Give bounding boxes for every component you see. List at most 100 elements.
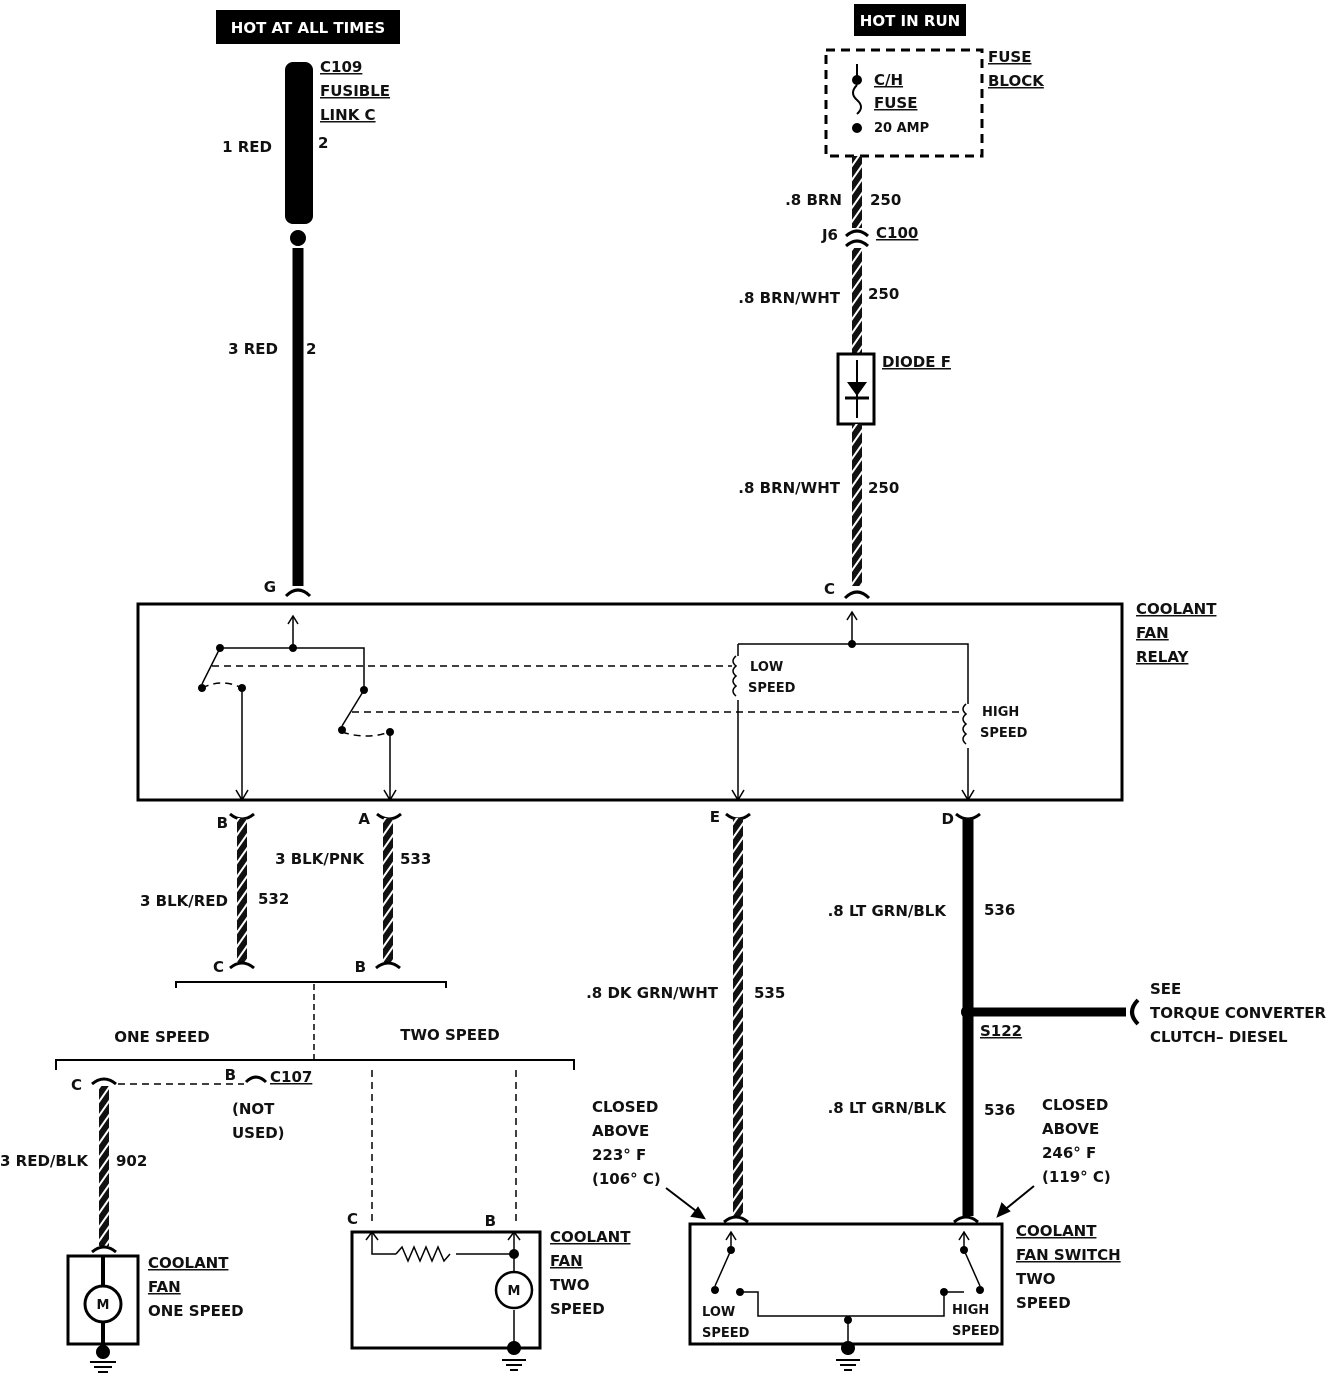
fan-switch-title-1: COOLANT bbox=[1016, 1222, 1097, 1240]
wire-536-upper-circuit: 536 bbox=[984, 901, 1015, 919]
fan-one-title-3: ONE SPEED bbox=[148, 1302, 244, 1320]
see-ref-1: SEE bbox=[1150, 980, 1181, 998]
see-ref-2: TORQUE CONVERTER bbox=[1150, 1004, 1326, 1022]
relay-pin-c: C bbox=[824, 580, 835, 598]
fan-switch-contact-dots bbox=[711, 1246, 984, 1355]
relay-contact-dots bbox=[198, 640, 856, 736]
wire-3-red-circuit: 2 bbox=[306, 340, 316, 358]
relay-pin-b: B bbox=[217, 814, 228, 832]
wire-902-circuit: 902 bbox=[116, 1152, 147, 1170]
relay-pin-g-terminal bbox=[284, 588, 312, 598]
low-speed-coil-1: LOW bbox=[750, 660, 783, 675]
hot-in-run-label: HOT IN RUN bbox=[860, 12, 960, 30]
wire-8-brn-wht-upper bbox=[852, 248, 862, 354]
switch-low-terminal bbox=[723, 1215, 749, 1224]
high-speed-coil-2: SPEED bbox=[980, 726, 1028, 741]
wire-532-label: 3 BLK/RED bbox=[140, 892, 228, 910]
wire-8-brn-wht-lower bbox=[852, 424, 862, 586]
relay-mechanical-links bbox=[201, 665, 964, 737]
one-speed-terminal-c bbox=[91, 1077, 117, 1086]
wire-536-lower-circuit: 536 bbox=[984, 1101, 1015, 1119]
fan-two-pin-c: C bbox=[347, 1210, 358, 1228]
wire-brn-wht-lower-circuit: 250 bbox=[868, 479, 899, 497]
c107-terminal-b bbox=[244, 1075, 268, 1084]
fan-switch-title-2: FAN SWITCH bbox=[1016, 1246, 1121, 1264]
fuse-block-title-2: BLOCK bbox=[988, 72, 1045, 90]
fan-switch-title-3: TWO bbox=[1016, 1270, 1056, 1288]
high-note-4: (119° C) bbox=[1042, 1168, 1111, 1186]
fuse-terminal-top bbox=[852, 75, 862, 85]
c100-connector-bottom bbox=[844, 239, 870, 248]
fuse-block-box bbox=[824, 48, 984, 158]
fan-one-title-1: COOLANT bbox=[148, 1254, 229, 1272]
fan-two-motor-letter: M bbox=[508, 1284, 521, 1299]
c107-note-2: USED) bbox=[232, 1124, 285, 1142]
relay-pin-e: E bbox=[710, 808, 720, 826]
c107-connector: C107 bbox=[270, 1068, 312, 1086]
hot-in-run-tag: HOT IN RUN bbox=[854, 4, 966, 36]
coolant-fan-relay-box bbox=[136, 602, 1124, 802]
note-arrows bbox=[665, 1185, 1035, 1220]
low-note-1: CLOSED bbox=[592, 1098, 658, 1116]
fusible-label-2: LINK C bbox=[320, 106, 376, 124]
fusible-link bbox=[285, 62, 313, 224]
low-note-3: 223° F bbox=[592, 1146, 646, 1164]
relay-title-3: RELAY bbox=[1136, 648, 1190, 666]
high-note-2: ABOVE bbox=[1042, 1120, 1099, 1138]
switch-high-label-2: SPEED bbox=[952, 1324, 1000, 1339]
fusible-link-end bbox=[290, 230, 306, 246]
two-speed-option: TWO SPEED bbox=[400, 1026, 500, 1044]
relay-pin-g: G bbox=[264, 578, 276, 596]
c107-note-1: (NOT bbox=[232, 1100, 275, 1118]
c109-connector: C109 bbox=[320, 58, 362, 76]
wire-1-red-label: 1 RED bbox=[222, 138, 272, 156]
wire-536-lower-label: .8 LT GRN/BLK bbox=[828, 1099, 948, 1117]
high-speed-coil-1: HIGH bbox=[982, 705, 1019, 720]
fan-two-title-2: FAN bbox=[550, 1252, 583, 1270]
fan-two-title-1: COOLANT bbox=[550, 1228, 631, 1246]
wire-533-end-pin: B bbox=[355, 958, 366, 976]
fan-two-speed-box bbox=[350, 1230, 542, 1350]
hot-at-all-times-tag: HOT AT ALL TIMES bbox=[216, 10, 400, 44]
relay-pin-d: D bbox=[942, 810, 954, 828]
fan-two-motor bbox=[494, 1270, 534, 1310]
c100-label: C100 bbox=[876, 224, 918, 242]
wire-532-circuit: 532 bbox=[258, 890, 289, 908]
fan-two-junction bbox=[509, 1249, 519, 1259]
wire-3-red-label: 3 RED bbox=[228, 340, 278, 358]
fuse-name-1: C/H bbox=[874, 71, 903, 89]
wire-533-label: 3 BLK/PNK bbox=[275, 850, 365, 868]
s122-label: S122 bbox=[980, 1022, 1022, 1040]
wire-533 bbox=[383, 818, 393, 962]
fan-one-ground-icon bbox=[90, 1361, 116, 1373]
c107-pin-b: B bbox=[225, 1066, 236, 1084]
wire-532-end-pin: C bbox=[213, 958, 224, 976]
wire-535-circuit: 535 bbox=[754, 984, 785, 1002]
fuse-terminal-bottom bbox=[852, 123, 862, 133]
switch-high-label-1: HIGH bbox=[952, 1303, 989, 1318]
wire-brn-label: .8 BRN bbox=[785, 191, 842, 209]
wire-brn-wht-upper-label: .8 BRN/WHT bbox=[738, 289, 840, 307]
c100-pin: J6 bbox=[821, 226, 838, 244]
fan-switch-title-4: SPEED bbox=[1016, 1294, 1071, 1312]
diode-label: DIODE F bbox=[882, 353, 951, 371]
wire-533-circuit: 533 bbox=[400, 850, 431, 868]
s122-splice bbox=[961, 1005, 975, 1019]
low-speed-coil-2: SPEED bbox=[748, 681, 796, 696]
wire-brn-wht-upper-circuit: 250 bbox=[868, 285, 899, 303]
see-ref-3: CLUTCH– DIESEL bbox=[1150, 1028, 1288, 1046]
wire-902 bbox=[99, 1086, 109, 1246]
wire-902-label: 3 RED/BLK bbox=[0, 1152, 89, 1170]
switch-low-label-1: LOW bbox=[702, 1305, 735, 1320]
fan-one-motor-letter: M bbox=[97, 1298, 110, 1313]
fan-one-terminal bbox=[91, 1245, 117, 1254]
switch-low-label-2: SPEED bbox=[702, 1326, 750, 1341]
wire-536-upper-label: .8 LT GRN/BLK bbox=[828, 902, 948, 920]
wire-532-533-end-terminals bbox=[229, 961, 401, 970]
low-note-4: (106° C) bbox=[592, 1170, 661, 1188]
wire-brn-circuit: 250 bbox=[870, 191, 901, 209]
fuse-block-title-1: FUSE bbox=[988, 48, 1031, 66]
relay-pin-c-terminal bbox=[843, 590, 871, 600]
wire-532 bbox=[237, 818, 247, 962]
fan-two-pin-b: B bbox=[485, 1212, 496, 1230]
